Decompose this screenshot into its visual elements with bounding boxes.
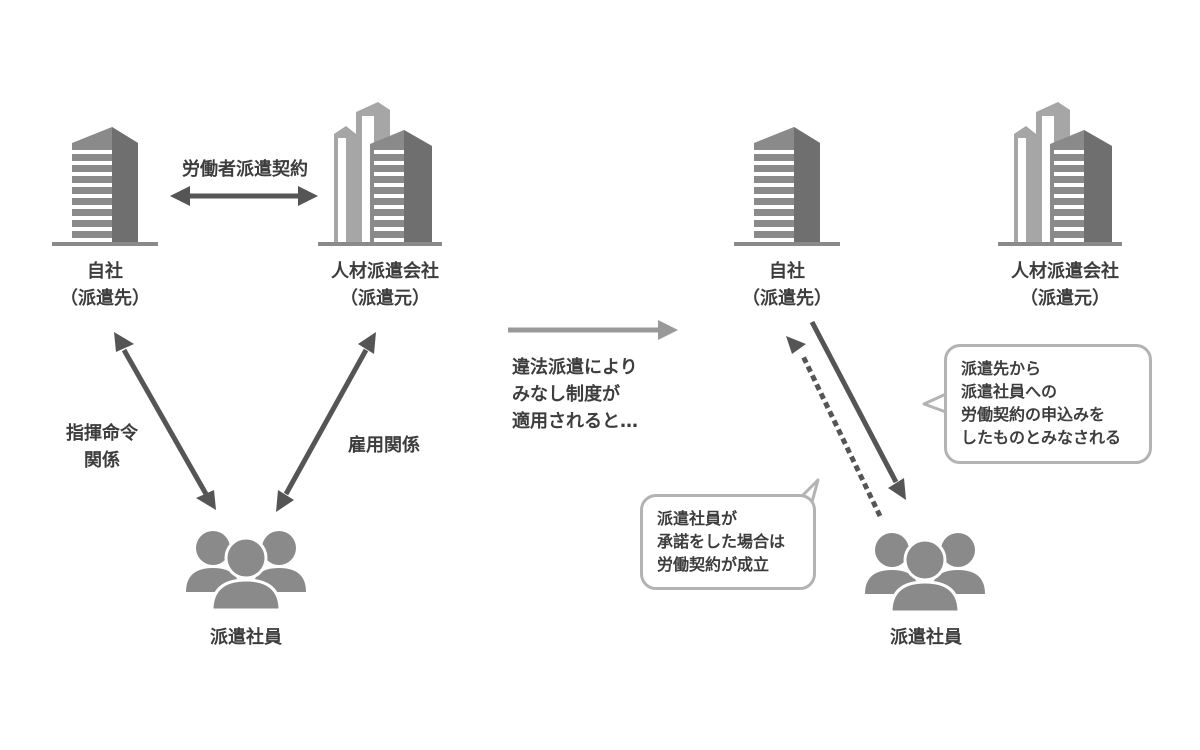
transition-text: 違法派遣により みなし制度が 適用されると… [512,354,672,435]
transition-text-line1: 違法派遣により [512,357,638,378]
office-building-icon [734,127,840,246]
offer-arrow [809,320,906,500]
group-of-people-icon [186,531,306,612]
company-label-line2: （派遣先） [60,288,150,309]
twin-tower-buildings-icon [998,102,1122,246]
accept-line3: 労働契約が成立 [657,555,770,574]
company-label-right-line2: （派遣先） [742,288,832,309]
offer-line3: 労働契約の申込みを [961,405,1106,424]
accept-line2: 承諾をした場合は [657,532,786,551]
speech-bubble-accept: 派遣社員が 承諾をした場合は 労働契約が成立 [640,494,816,590]
acceptance-dashed-arrow [786,336,883,518]
agency-label-right-line2: （派遣元） [1020,288,1110,309]
company-label-right: 自社 （派遣先） [727,258,847,312]
group-of-people-icon [865,533,985,614]
company-label-line1: 自社 [87,261,123,282]
accept-line1: 派遣社員が [657,509,738,528]
transition-text-line2: みなし制度が [512,384,620,405]
offer-line2: 派遣社員への [961,382,1058,401]
office-building-icon [52,127,158,246]
offer-line1: 派遣先から [961,359,1042,378]
employment-double-arrow [276,332,376,512]
contract-double-arrow [170,186,318,206]
speech-bubble-offer: 派遣先から 派遣社員への 労働契約の申込みを したものとみなされる [944,344,1152,464]
command-relation-line2: 関係 [84,450,120,471]
agency-label-line1: 人材派遣会社 [331,261,439,282]
agency-label-right: 人材派遣会社 （派遣元） [990,258,1140,312]
employment-relation-label: 雇用関係 [348,435,420,456]
bubble-tail-offer [922,392,948,414]
staff-label: 派遣社員 [210,627,282,648]
command-double-arrow [114,332,216,510]
command-relation-line1: 指揮命令 [66,423,138,444]
company-label-right-line1: 自社 [769,261,805,282]
agency-label-line2: （派遣元） [340,288,430,309]
company-label: 自社 （派遣先） [45,258,165,312]
agency-label-right-line1: 人材派遣会社 [1011,261,1119,282]
offer-line4: したものとみなされる [961,428,1122,447]
command-relation-label: 指揮命令 関係 [54,420,150,474]
agency-label: 人材派遣会社 （派遣元） [310,258,460,312]
contract-label: 労働者派遣契約 [182,159,308,180]
transition-text-line3: 適用されると… [512,411,638,432]
twin-tower-buildings-icon [318,102,442,246]
staff-label-right: 派遣社員 [890,627,962,648]
transition-arrow [508,320,678,340]
